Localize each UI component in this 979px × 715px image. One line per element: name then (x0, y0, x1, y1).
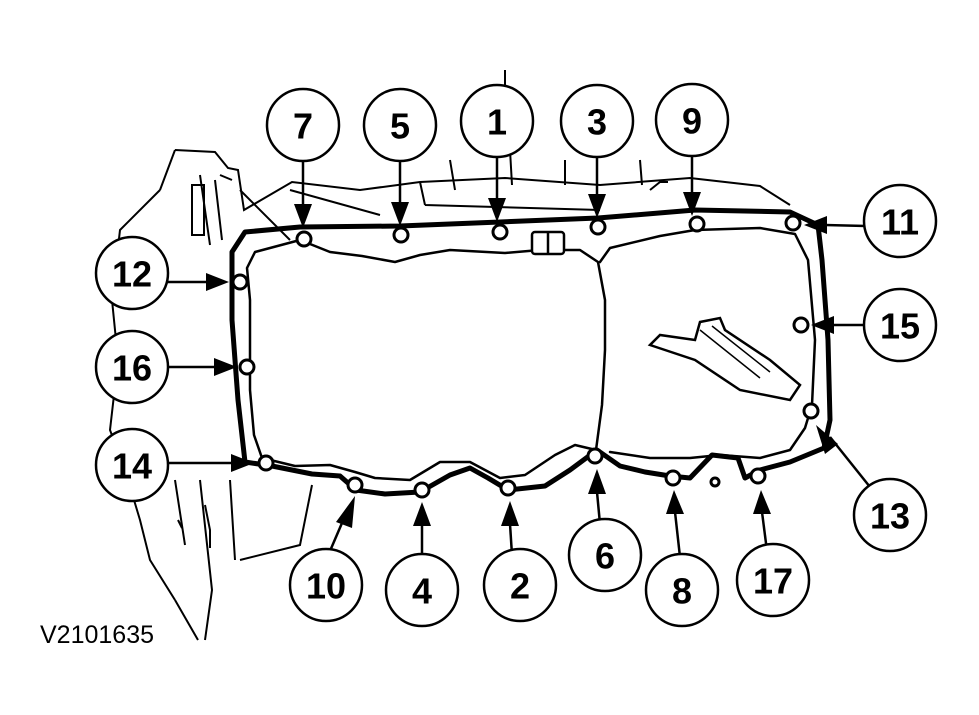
callout-number: 15 (880, 306, 920, 347)
callout-circle (288, 547, 364, 623)
callout-circle (567, 517, 643, 593)
pan-baffle (647, 316, 802, 402)
bolt-hole (802, 402, 820, 420)
bolt-hole (238, 358, 256, 376)
callout-circle (644, 552, 720, 628)
bolt-hole (491, 223, 509, 241)
callout-circle (654, 82, 730, 158)
bolt-hole (664, 469, 682, 487)
arrowheads (206, 192, 838, 528)
bolt-hole (413, 481, 431, 499)
callout-number: 8 (672, 571, 692, 612)
callout-number: 14 (112, 446, 152, 487)
bolt-hole (586, 447, 604, 465)
bolt-holes (231, 214, 820, 499)
callout-number: 6 (595, 536, 615, 577)
callout-circle (482, 547, 558, 623)
bolt-hole (499, 479, 517, 497)
baffle-detail (699, 325, 771, 379)
callout-circle (362, 87, 438, 163)
callout-number: 5 (390, 106, 410, 147)
bolt-hole (688, 215, 706, 233)
callout-circle (265, 87, 341, 163)
callout-bubbles (94, 82, 938, 628)
bolt-hole (709, 476, 721, 488)
bolt-hole (295, 230, 313, 248)
callout-number: 17 (753, 561, 793, 602)
bolt-hole (257, 454, 275, 472)
callout-number: 3 (587, 102, 607, 143)
callout-number: 4 (412, 571, 432, 612)
callout-circle (384, 552, 460, 628)
callout-number: 11 (881, 202, 919, 243)
callout-number: 1 (487, 102, 507, 143)
bolt-hole (784, 214, 802, 232)
callout-circle (862, 183, 938, 259)
drain-plug (530, 230, 566, 256)
bolt-hole (346, 476, 364, 494)
bolt-hole (231, 273, 249, 291)
callout-circle (559, 83, 635, 159)
callout-circle (862, 287, 938, 363)
callout-number: 12 (112, 254, 152, 295)
callout-circle (459, 83, 535, 159)
figure-reference-code: V2101635 (40, 621, 154, 649)
callout-number: 16 (112, 348, 152, 389)
callout-numbers: 7 5 1 3 9 11 12 15 16 14 13 10 4 2 6 8 1… (112, 101, 920, 612)
callout-circle (94, 329, 170, 405)
callout-number: 7 (293, 106, 313, 147)
callout-circle (852, 477, 928, 553)
callout-number: 2 (510, 566, 530, 607)
callout-number: 10 (306, 566, 346, 607)
callout-circle (94, 427, 170, 503)
callout-number: 9 (682, 101, 702, 142)
callout-number: 13 (870, 496, 910, 537)
callout-circle (94, 235, 170, 311)
callout-circle (735, 542, 811, 618)
bolt-hole (792, 316, 810, 334)
bolt-hole (589, 218, 607, 236)
bolt-hole (749, 467, 767, 485)
bolt-hole (392, 226, 410, 244)
